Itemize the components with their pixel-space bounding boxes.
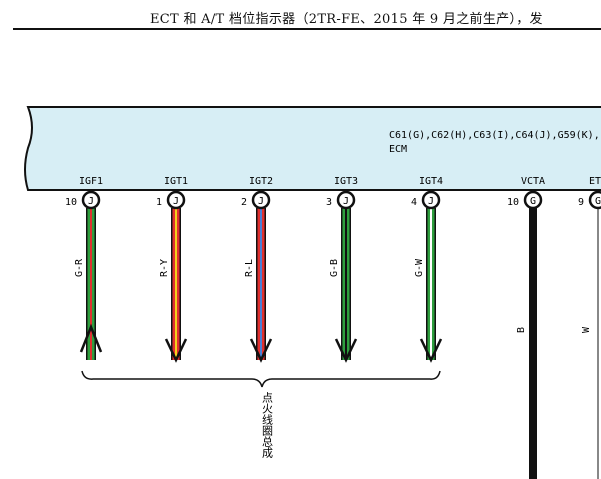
connector-letter: J: [343, 196, 349, 207]
arrow-down-icon: [334, 338, 358, 363]
pin-number: 1: [156, 197, 162, 208]
arrow-down-icon: [249, 338, 273, 363]
connector-letter: J: [88, 196, 94, 207]
ecm-connector-list: C61(G),C62(H),C63(I),C64(J),G59(K),: [389, 130, 600, 141]
wire-g-r: [86, 208, 96, 360]
wire-color-code: G-W: [414, 258, 425, 277]
pin-number: 10: [65, 197, 77, 208]
arrow-up-icon: [79, 323, 103, 353]
component-name: 点火线圈总成: [261, 392, 274, 459]
wire-color-code: B: [516, 327, 527, 333]
wire-g-w: [426, 208, 436, 360]
pin-number: 2: [241, 197, 247, 208]
arrow-down-icon: [419, 338, 443, 363]
pin-eta: ETA 9G W: [578, 176, 601, 479]
wire-b: [529, 208, 537, 479]
connector-circle: [336, 190, 356, 210]
ecm-block: [24, 106, 601, 191]
arrow-down-icon: [164, 338, 188, 363]
component-bracket: [81, 370, 441, 388]
connector-letter: J: [428, 196, 434, 207]
pin-label: ETA: [589, 176, 601, 187]
pin-number: 4: [411, 197, 417, 208]
page-title: ECT 和 A/T 档位指示器（2TR-FE、2015 年 9 月之前生产），发: [150, 12, 543, 27]
wire-color-code: R-L: [244, 259, 255, 277]
pin-label: IGF1: [79, 176, 103, 187]
connector-letter: J: [258, 196, 264, 207]
pin-number: 9: [578, 197, 584, 208]
connector-circle: [81, 190, 101, 210]
wire-r-y: [171, 208, 181, 360]
connector-letter: G: [595, 196, 601, 207]
wire-stripe-color: [90, 208, 92, 360]
connector-circle: [588, 190, 601, 210]
ecm-name: ECM: [389, 144, 407, 155]
wire-color-code: G-B: [329, 259, 340, 277]
wire-stripe-color: [175, 208, 177, 360]
connector-circle: [523, 190, 543, 210]
wire-stripe-color: [345, 208, 347, 360]
pin-label: VCTA: [521, 176, 545, 187]
pin-label: IGT2: [249, 176, 273, 187]
wire-r-l: [256, 208, 266, 360]
wire-color-code: W: [581, 326, 592, 333]
pin-label: IGT4: [419, 176, 443, 187]
connector-circle: [421, 190, 441, 210]
wire-g-b: [341, 208, 351, 360]
connector-letter: G: [530, 196, 536, 207]
pin-label: IGT1: [164, 176, 188, 187]
header-rule: [13, 28, 601, 30]
wire-color-code: G-R: [74, 258, 85, 277]
wire-color-code: R-Y: [159, 259, 170, 277]
connector-circle: [251, 190, 271, 210]
wire-stripe-color: [430, 208, 432, 360]
page-header: ECT 和 A/T 档位指示器（2TR-FE、2015 年 9 月之前生产），发: [0, 0, 601, 32]
pin-number: 3: [326, 197, 332, 208]
connector-circle: [166, 190, 186, 210]
pin-number: 10: [507, 197, 519, 208]
wire-stripe-color: [260, 208, 262, 360]
connector-letter: J: [173, 196, 179, 207]
pin-label: IGT3: [334, 176, 358, 187]
